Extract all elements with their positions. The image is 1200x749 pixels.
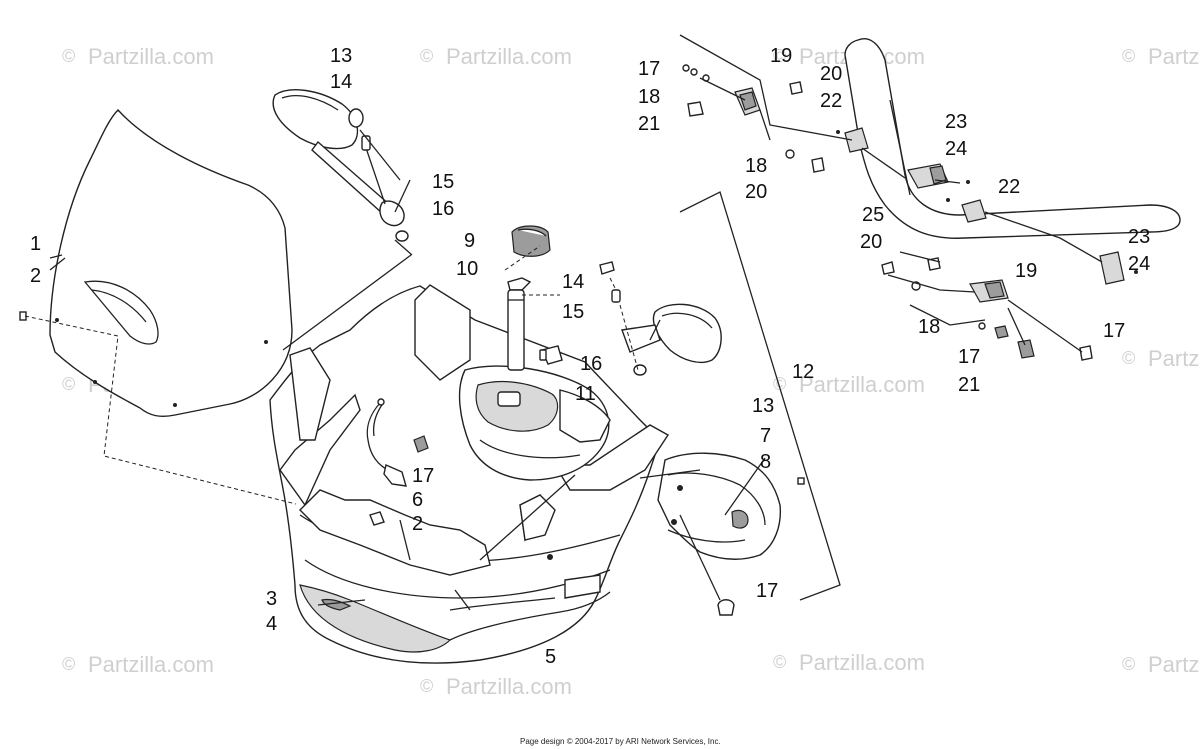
callout-13: 13 xyxy=(330,45,352,67)
callout-24: 24 xyxy=(1128,253,1150,275)
svg-text:©: © xyxy=(1122,46,1135,66)
svg-text:©: © xyxy=(62,374,75,394)
svg-text:©: © xyxy=(773,46,786,66)
callout-17: 17 xyxy=(958,346,980,368)
callout-25: 25 xyxy=(862,204,884,226)
center-post-part xyxy=(507,225,551,371)
callout-21: 21 xyxy=(958,374,980,396)
watermark-mid-right: © Partzilla.com xyxy=(773,372,925,397)
svg-text:Partzilla.com: Partzilla.com xyxy=(88,44,214,69)
hood-fairing-part xyxy=(269,284,669,664)
callout-23: 23 xyxy=(945,111,967,133)
callout-6: 6 xyxy=(412,489,423,511)
callout-10: 10 xyxy=(456,258,478,280)
callout-17: 17 xyxy=(756,580,778,602)
leader-lines xyxy=(24,34,1103,601)
svg-text:©: © xyxy=(773,652,786,672)
callout-20: 20 xyxy=(860,231,882,253)
left-mirror-part xyxy=(272,89,409,242)
right-mirror-part xyxy=(599,261,722,376)
control-switch-parts xyxy=(682,64,1138,361)
svg-text:Partzilla.com: Partzilla.com xyxy=(799,372,925,397)
watermark-bottom-left: © Partzilla.com xyxy=(62,652,214,677)
watermark-top-mid: © Partzilla.com xyxy=(420,44,572,69)
callout-16: 16 xyxy=(580,353,602,375)
callout-16: 16 xyxy=(432,198,454,220)
svg-text:Partzilla.com: Partzilla.com xyxy=(1148,652,1200,677)
watermark-bottom-right: © Partzilla.com xyxy=(773,650,925,675)
callout-5: 5 xyxy=(545,646,556,668)
svg-text:Partzilla.com: Partzilla.com xyxy=(799,650,925,675)
watermark-bottom-mid: © Partzilla.com xyxy=(420,674,572,699)
svg-text:©: © xyxy=(62,46,75,66)
footer-copyright: Page design © 2004-2017 by ARI Network S… xyxy=(520,737,721,746)
callout-17: 17 xyxy=(412,465,434,487)
svg-text:©: © xyxy=(420,46,433,66)
connector-part xyxy=(539,345,563,365)
svg-text:Partzilla.com: Partzilla.com xyxy=(446,674,572,699)
callout-2: 2 xyxy=(30,265,41,287)
svg-text:Partzilla.com: Partzilla.com xyxy=(1148,346,1200,371)
svg-text:©: © xyxy=(420,676,433,696)
callout-13: 13 xyxy=(752,395,774,417)
callout-17: 17 xyxy=(638,58,660,80)
callout-22: 22 xyxy=(998,176,1020,198)
callout-4: 4 xyxy=(266,613,277,635)
callout-20: 20 xyxy=(820,63,842,85)
callout-9: 9 xyxy=(464,230,475,252)
watermark-top-left: © Partzilla.com xyxy=(62,44,214,69)
callout-18: 18 xyxy=(638,86,660,108)
callout-21: 21 xyxy=(638,113,660,135)
callout-8: 8 xyxy=(760,451,771,473)
svg-text:©: © xyxy=(773,374,786,394)
windshield-part xyxy=(49,108,293,417)
callout-15: 15 xyxy=(562,301,584,323)
callout-labels: 1 2 2 3 4 5 6 7 8 9 10 11 12 13 13 14 14… xyxy=(30,45,1150,668)
callout-12: 12 xyxy=(792,361,814,383)
headlight-harness-part xyxy=(366,398,407,487)
handlebar-part xyxy=(844,38,1181,239)
callout-17: 17 xyxy=(1103,320,1125,342)
callout-3: 3 xyxy=(266,588,277,610)
svg-text:©: © xyxy=(62,654,75,674)
callout-24: 24 xyxy=(945,138,967,160)
callout-11: 11 xyxy=(575,383,596,405)
svg-text:Partzilla.com: Partzilla.com xyxy=(1148,44,1200,69)
svg-text:Partzilla.com: Partzilla.com xyxy=(446,44,572,69)
svg-text:Partzilla.com: Partzilla.com xyxy=(88,652,214,677)
watermark-bottom-far-right: © Partzilla.com xyxy=(1122,652,1200,677)
svg-text:©: © xyxy=(1122,348,1135,368)
callout-14: 14 xyxy=(330,71,352,93)
callout-23: 23 xyxy=(1128,226,1150,248)
callout-22: 22 xyxy=(820,90,842,112)
watermark-top-far-right: © Partzilla.com xyxy=(1122,44,1200,69)
callout-19: 19 xyxy=(770,45,792,67)
svg-text:©: © xyxy=(1122,654,1135,674)
callout-15: 15 xyxy=(432,171,454,193)
callout-19: 19 xyxy=(1015,260,1037,282)
callout-7: 7 xyxy=(760,425,771,447)
callout-2: 2 xyxy=(412,513,423,535)
callout-14: 14 xyxy=(562,271,584,293)
callout-18: 18 xyxy=(745,155,767,177)
callout-20: 20 xyxy=(745,181,767,203)
callout-18: 18 xyxy=(918,316,940,338)
watermark-mid-far-right: © Partzilla.com xyxy=(1122,346,1200,371)
callout-1: 1 xyxy=(30,233,41,255)
